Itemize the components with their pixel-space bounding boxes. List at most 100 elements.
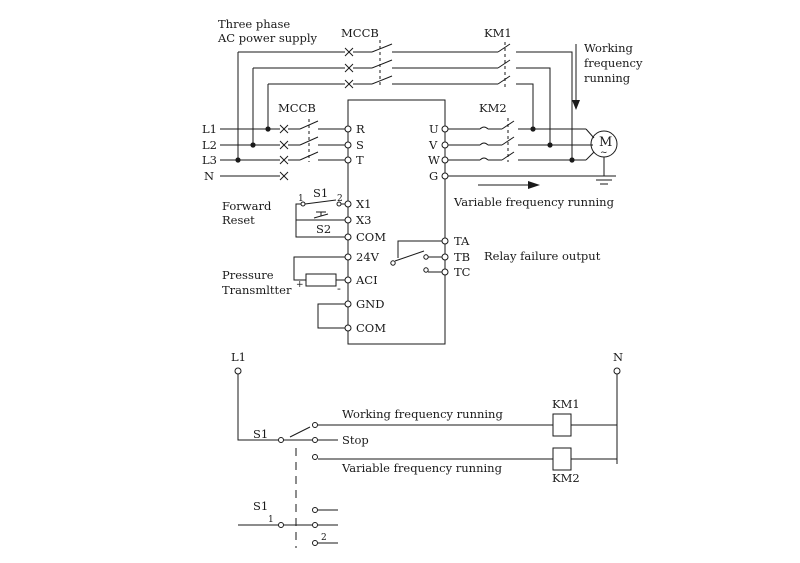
relay-contact bbox=[390, 240, 442, 273]
motor-tilde: ~ bbox=[600, 148, 608, 158]
ctrl-pos1-label: 1 bbox=[268, 515, 274, 525]
minus-label: - bbox=[337, 281, 341, 295]
t-label: T bbox=[356, 153, 364, 167]
selector-position-diagram bbox=[238, 507, 338, 546]
ctrl-terminal-n bbox=[613, 367, 621, 375]
km1-coil bbox=[552, 413, 572, 437]
plus-label: + bbox=[296, 280, 304, 290]
km1-out-v bbox=[516, 67, 551, 145]
mccb-top-breaker bbox=[344, 40, 498, 89]
ta-label: TA bbox=[454, 234, 470, 248]
terminal-gnd bbox=[344, 300, 352, 308]
tc-label: TC bbox=[454, 265, 471, 279]
pressure-transmitter bbox=[293, 256, 345, 287]
aci-label: ACI bbox=[355, 273, 378, 287]
ctrl-s1-label: S1 bbox=[253, 427, 268, 441]
terminal-com2 bbox=[344, 324, 352, 332]
terminal-g bbox=[441, 172, 449, 180]
r-label: R bbox=[356, 122, 365, 136]
terminal-aci bbox=[344, 276, 352, 284]
variable-running-label: Variable frequency running bbox=[453, 195, 615, 209]
transmitter-resistor bbox=[305, 273, 337, 287]
terminal-tc bbox=[441, 268, 449, 276]
v-label: V bbox=[428, 138, 438, 152]
km1-contacts bbox=[497, 42, 573, 160]
g-label: G bbox=[429, 169, 438, 183]
terminal-w bbox=[441, 156, 449, 164]
com2-label: COM bbox=[356, 321, 386, 335]
s1-pos1-label: 1 bbox=[298, 194, 304, 204]
reset-label: Reset bbox=[222, 213, 255, 227]
terminal-v bbox=[441, 141, 449, 149]
mccb-mid-breaker bbox=[279, 119, 346, 181]
x3-label: X3 bbox=[356, 213, 372, 227]
ctrl-working-label: Working frequency running bbox=[342, 407, 503, 421]
control-terminals bbox=[293, 199, 449, 332]
l1-label: L1 bbox=[202, 122, 217, 136]
km2-top-label: KM2 bbox=[479, 101, 507, 115]
relay-failure-label: Relay failure output bbox=[484, 249, 601, 263]
terminal-s bbox=[344, 141, 352, 149]
working-arrow-head bbox=[572, 100, 580, 110]
working-label-1: Working bbox=[584, 41, 634, 55]
ctrl-l1-label: L1 bbox=[231, 350, 246, 364]
supply-label-1: Three phase bbox=[218, 17, 290, 31]
ctrl-stop-label: Stop bbox=[342, 433, 369, 447]
gnd-com-jumper bbox=[317, 303, 345, 329]
terminal-r bbox=[344, 125, 352, 133]
com1-label: COM bbox=[356, 230, 386, 244]
s1-pos2-label: 2 bbox=[337, 194, 343, 204]
w-label: W bbox=[428, 153, 440, 167]
terminal-t bbox=[344, 156, 352, 164]
u-label: U bbox=[429, 122, 439, 136]
motor-label: M bbox=[599, 135, 612, 150]
reset-switch-s2 bbox=[295, 211, 345, 238]
s1-top-label: S1 bbox=[313, 186, 328, 200]
ctrl-variable-label: Variable frequency running bbox=[341, 461, 503, 475]
power-circuit bbox=[220, 40, 618, 345]
tb-label: TB bbox=[454, 250, 470, 264]
terminal-x3 bbox=[344, 216, 352, 224]
ctrl-n-label: N bbox=[613, 350, 623, 364]
s-label: S bbox=[356, 138, 364, 152]
forward-switch-s1 bbox=[295, 199, 345, 222]
ctrl-terminal-l1 bbox=[234, 367, 242, 375]
x1-label: X1 bbox=[356, 197, 372, 211]
supply-label-2: AC power supply bbox=[217, 31, 318, 45]
km1-out-u bbox=[516, 83, 534, 129]
ctrl-s1-b-label: S1 bbox=[253, 499, 268, 513]
v24-label: 24V bbox=[356, 250, 380, 264]
variable-arrow-head bbox=[528, 181, 540, 189]
terminal-tb bbox=[441, 253, 449, 261]
mccb-mid-label: MCCB bbox=[278, 101, 316, 115]
gnd-label: GND bbox=[356, 297, 384, 311]
terminal-24v bbox=[344, 253, 352, 261]
terminal-x1 bbox=[344, 200, 352, 208]
ground-icon bbox=[592, 175, 616, 185]
mccb-top-label: MCCB bbox=[341, 26, 379, 40]
transmitter-label: Transmltter bbox=[222, 283, 292, 297]
ctrl-pos2-label: 2 bbox=[321, 533, 327, 543]
km2-coil bbox=[552, 447, 572, 471]
l2-label: L2 bbox=[202, 138, 217, 152]
forward-label: Forward bbox=[222, 199, 272, 213]
l3-label: L3 bbox=[202, 153, 217, 167]
s2-label: S2 bbox=[316, 222, 331, 236]
km1-out-w bbox=[516, 51, 573, 160]
labels: Three phase AC power supply MCCB KM1 Wor… bbox=[202, 17, 643, 543]
selector-s1-pivot bbox=[278, 437, 284, 443]
ctrl-km2-label: KM2 bbox=[552, 471, 580, 485]
working-label-2: frequency bbox=[584, 56, 643, 70]
n-label: N bbox=[204, 169, 214, 183]
terminal-com1 bbox=[344, 233, 352, 241]
working-label-3: running bbox=[584, 71, 631, 85]
control-ladder bbox=[234, 367, 621, 548]
pressure-label: Pressure bbox=[222, 268, 274, 282]
km1-top-label: KM1 bbox=[484, 26, 512, 40]
terminal-u bbox=[441, 125, 449, 133]
terminal-ta bbox=[441, 237, 449, 245]
ctrl-l1-rail bbox=[237, 374, 278, 441]
ctrl-km1-label: KM1 bbox=[552, 397, 580, 411]
